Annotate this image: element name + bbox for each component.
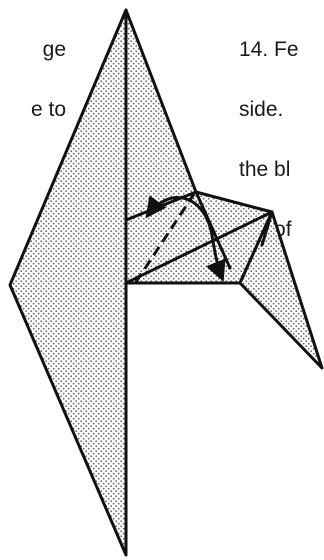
upper-flap — [126, 10, 272, 283]
left-flap — [10, 10, 126, 555]
